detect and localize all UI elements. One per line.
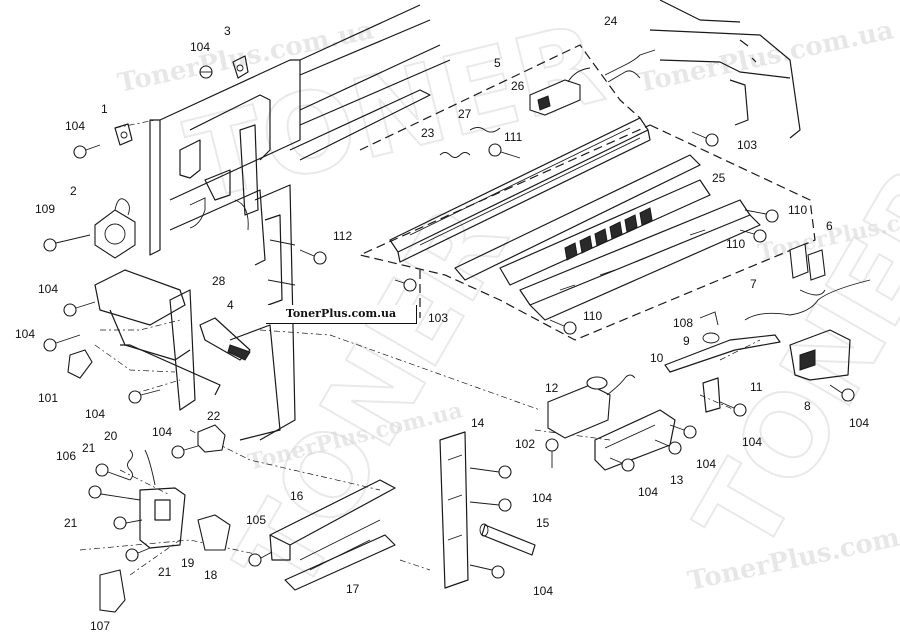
screw-106 <box>88 485 141 501</box>
screw-104k <box>469 465 512 479</box>
screw-102 <box>545 438 559 468</box>
screw-104c <box>63 301 96 317</box>
callout-104: 104 <box>190 40 210 54</box>
callout-110: 110 <box>583 309 602 323</box>
screw-112 <box>299 249 327 265</box>
callout-15: 15 <box>536 516 550 530</box>
callout-28: 28 <box>212 274 226 288</box>
callout-104: 104 <box>696 457 716 471</box>
callout-2: 2 <box>70 184 77 198</box>
screw-110b <box>739 229 767 243</box>
callout-104: 104 <box>742 435 762 449</box>
callout-26: 26 <box>511 79 525 93</box>
callout-21: 21 <box>158 565 172 579</box>
screw-104f <box>829 384 855 402</box>
callout-5: 5 <box>494 56 501 70</box>
callout-24: 24 <box>604 14 618 28</box>
callout-112: 112 <box>333 229 352 243</box>
callout-16: 16 <box>290 489 304 503</box>
screw-104k2 <box>469 498 512 512</box>
callout-7: 7 <box>750 277 757 291</box>
screw-104l <box>469 564 505 579</box>
screw-104a <box>199 65 213 79</box>
callout-21: 21 <box>82 441 96 455</box>
part-shapes <box>67 49 871 613</box>
screw-103a <box>691 131 719 147</box>
callout-25: 25 <box>712 171 726 185</box>
callout-9: 9 <box>683 334 690 348</box>
screw-104b <box>73 144 101 159</box>
callout-109: 109 <box>35 202 55 216</box>
callout-104: 104 <box>38 282 58 296</box>
callout-12: 12 <box>545 381 559 395</box>
callout-14: 14 <box>471 416 485 430</box>
screw-105 <box>248 551 273 567</box>
screw-104d <box>43 334 81 352</box>
callout-3: 3 <box>224 24 231 38</box>
callout-23: 23 <box>421 126 435 140</box>
callout-104: 104 <box>15 327 35 341</box>
callout-110: 110 <box>788 203 807 217</box>
callout-104: 104 <box>532 491 552 505</box>
site-url-label: TonerPlus.com.ua <box>266 305 417 324</box>
screw-104h <box>719 401 747 417</box>
callout-4: 4 <box>227 298 234 312</box>
callout-27: 27 <box>458 107 472 121</box>
callout-111: 111 <box>504 130 523 144</box>
callout-22: 22 <box>207 409 221 423</box>
callout-104: 104 <box>65 119 85 133</box>
screw-103b <box>394 278 417 292</box>
screw-109 <box>43 234 91 252</box>
callout-105: 105 <box>246 513 266 527</box>
screw-21a <box>95 463 131 481</box>
callout-21: 21 <box>64 516 78 530</box>
callout-107: 107 <box>90 619 110 633</box>
callout-104: 104 <box>849 416 869 430</box>
callout-18: 18 <box>204 568 218 582</box>
callout-19: 19 <box>181 556 195 570</box>
screw-21c <box>125 547 151 562</box>
callout-103: 103 <box>737 138 757 152</box>
guide-rails <box>389 117 761 321</box>
screw-104j <box>609 457 635 472</box>
callout-103: 103 <box>428 311 448 325</box>
screw-104i2 <box>654 439 682 455</box>
screw-104g <box>171 445 199 459</box>
exploded-assembly-boundary <box>358 44 816 341</box>
callout-6: 6 <box>826 219 833 233</box>
callout-108: 108 <box>673 316 693 330</box>
callout-110: 110 <box>726 237 745 251</box>
screw-21b <box>113 516 143 530</box>
callout-13: 13 <box>670 473 684 487</box>
callout-104: 104 <box>638 485 658 499</box>
callout-101: 101 <box>38 391 58 405</box>
callout-106: 106 <box>56 449 76 463</box>
screw-104i <box>669 424 697 439</box>
callout-104: 104 <box>85 407 105 421</box>
callout-17: 17 <box>346 582 360 596</box>
callout-104: 104 <box>152 425 172 439</box>
screw-110c <box>549 319 577 335</box>
watermark-text: TonerPlus.com.ua <box>635 15 896 99</box>
screws <box>43 65 855 579</box>
screw-110a <box>744 209 779 223</box>
callout-102: 102 <box>515 437 535 451</box>
watermark-big: TONER <box>212 185 533 613</box>
screw-104e <box>128 389 161 404</box>
callout-1: 1 <box>101 102 108 116</box>
screw-111 <box>488 143 521 159</box>
callout-104: 104 <box>533 584 553 598</box>
watermark-big: TONER <box>672 145 900 573</box>
callout-11: 11 <box>750 380 763 394</box>
callout-8: 8 <box>804 399 811 413</box>
callout-labels: 104 3 24 5 26 1 104 27 23 111 103 2 25 1… <box>15 14 869 633</box>
main-frame <box>149 0 801 441</box>
callout-10: 10 <box>650 351 664 365</box>
callout-20: 20 <box>104 429 118 443</box>
